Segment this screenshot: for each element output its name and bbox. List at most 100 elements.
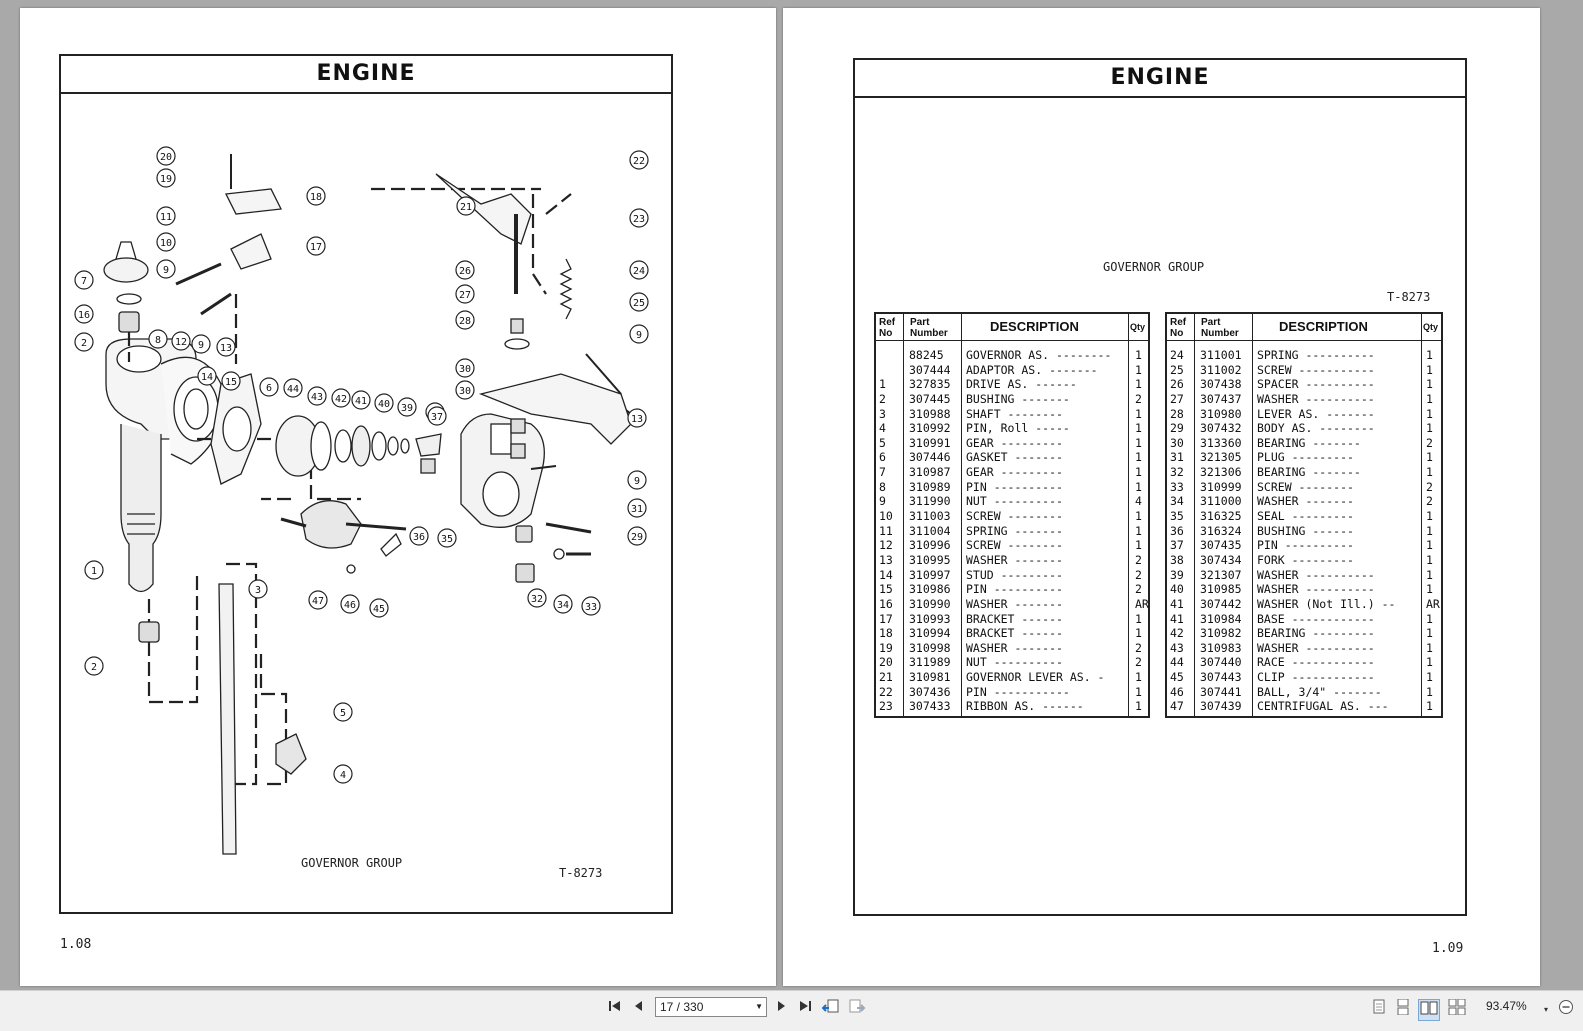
- ref-cell: 33: [1170, 479, 1184, 494]
- description-cell: WASHER -------: [1257, 494, 1354, 509]
- prev-page-icon[interactable]: [628, 999, 650, 1021]
- part-number-cell: 321305: [1200, 450, 1242, 465]
- description-cell: SPRING -------: [966, 523, 1063, 538]
- part-number-cell: 310985: [1200, 582, 1242, 597]
- qty-cell: AR: [1135, 596, 1149, 611]
- last-page-icon[interactable]: [794, 999, 816, 1021]
- qty-cell: 1: [1426, 538, 1433, 553]
- ref-cell: 46: [1170, 684, 1184, 699]
- facing-icon[interactable]: [1418, 999, 1440, 1021]
- description-cell: CENTRIFUGAL AS. ---: [1257, 699, 1389, 714]
- header-qty: Qty: [1423, 322, 1439, 332]
- page-number-select[interactable]: 17 / 330 ▼: [655, 997, 767, 1017]
- ref-cell: 22: [879, 684, 893, 699]
- part-number-cell: 316325: [1200, 509, 1242, 524]
- ref-cell: 39: [1170, 567, 1184, 582]
- description-cell: DRIVE AS. ------: [966, 377, 1077, 392]
- callout-number: 39: [401, 403, 413, 414]
- qty-cell: 1: [1426, 552, 1433, 567]
- callout-number: 9: [636, 330, 642, 341]
- description-cell: PIN ----------: [966, 582, 1063, 597]
- ref-cell: 34: [1170, 494, 1184, 509]
- part-number-cell: 310999: [1200, 479, 1242, 494]
- description-cell: SHAFT --------: [966, 406, 1063, 421]
- callout-number: 9: [634, 476, 640, 487]
- ref-cell: 7: [879, 465, 886, 480]
- description-cell: PIN ----------: [966, 479, 1063, 494]
- callout-number: 46: [344, 600, 356, 611]
- description-cell: GOVERNOR AS. --------: [966, 348, 1112, 362]
- description-cell: PIN ----------: [1257, 538, 1354, 553]
- ref-cell: 31: [1170, 450, 1184, 465]
- callout-number: 1: [91, 566, 97, 577]
- callout-label: 4: [333, 764, 353, 784]
- ref-cell: 32: [1170, 465, 1184, 480]
- description-cell: SCREW -----------: [1257, 362, 1375, 377]
- description-cell: ADAPTOR AS. -------: [966, 362, 1098, 377]
- description-cell: WASHER -------: [966, 552, 1063, 567]
- qty-cell: 1: [1426, 670, 1433, 685]
- callout-number: 40: [378, 399, 390, 410]
- ref-cell: 5: [879, 435, 886, 450]
- callout-number: 18: [310, 192, 322, 203]
- qty-cell: 1: [1426, 611, 1433, 626]
- zoom-out-icon[interactable]: [1556, 999, 1576, 1021]
- part-number-cell: 307436: [909, 684, 951, 699]
- continuous-facing-icon[interactable]: [1446, 998, 1468, 1021]
- callout-label: 39: [397, 397, 417, 417]
- callout-number: 45: [373, 604, 385, 615]
- callout-label: 41: [351, 390, 371, 410]
- part-number-cell: 307442: [1200, 596, 1242, 611]
- prev-view-icon[interactable]: [820, 999, 842, 1021]
- callout-label: 13: [627, 408, 647, 428]
- ref-cell: 12: [879, 538, 893, 553]
- zoom-dropdown-icon[interactable]: ▾: [1543, 1005, 1548, 1014]
- callout-number: 26: [459, 266, 471, 277]
- next-view-icon[interactable]: [846, 999, 868, 1021]
- ref-cell: 41: [1170, 596, 1184, 611]
- part-number-cell: 310995: [909, 552, 951, 567]
- description-cell: BODY AS. --------: [1257, 421, 1375, 436]
- part-number-cell: 310980: [1200, 406, 1242, 421]
- callout-number: 36: [413, 532, 425, 543]
- single-page-icon[interactable]: [1368, 999, 1390, 1021]
- part-number-cell: 311000: [1200, 494, 1242, 509]
- first-page-icon[interactable]: [604, 999, 626, 1021]
- qty-cell: 1: [1426, 377, 1433, 392]
- description-cell: RIBBON AS. ------: [966, 699, 1084, 714]
- description-cell: BEARING ---------: [1257, 626, 1375, 641]
- callout-number: 21: [460, 202, 472, 213]
- ref-cell: 15: [879, 582, 893, 597]
- continuous-icon[interactable]: [1392, 998, 1414, 1021]
- qty-cell: 1: [1135, 670, 1142, 685]
- callout-label: 8: [148, 329, 168, 349]
- part-number-cell: 310991: [909, 435, 951, 450]
- zoom-level[interactable]: 93.47%: [1486, 999, 1527, 1013]
- callout-number: 14: [201, 372, 213, 383]
- part-number-cell: 310996: [909, 538, 951, 553]
- ref-cell: 2: [879, 391, 886, 406]
- callout-label: 23: [629, 208, 649, 228]
- ref-cell: 8: [879, 479, 886, 494]
- callout-number: 11: [160, 212, 172, 223]
- callout-number: 29: [631, 532, 643, 543]
- description-cell: BRACKET ------: [966, 611, 1063, 626]
- ref-cell: 11: [879, 523, 893, 538]
- callout-label: 14: [197, 366, 217, 386]
- description-cell: WASHER ----------: [1257, 640, 1375, 655]
- next-page-icon[interactable]: [770, 999, 792, 1021]
- ref-cell: 17: [879, 611, 893, 626]
